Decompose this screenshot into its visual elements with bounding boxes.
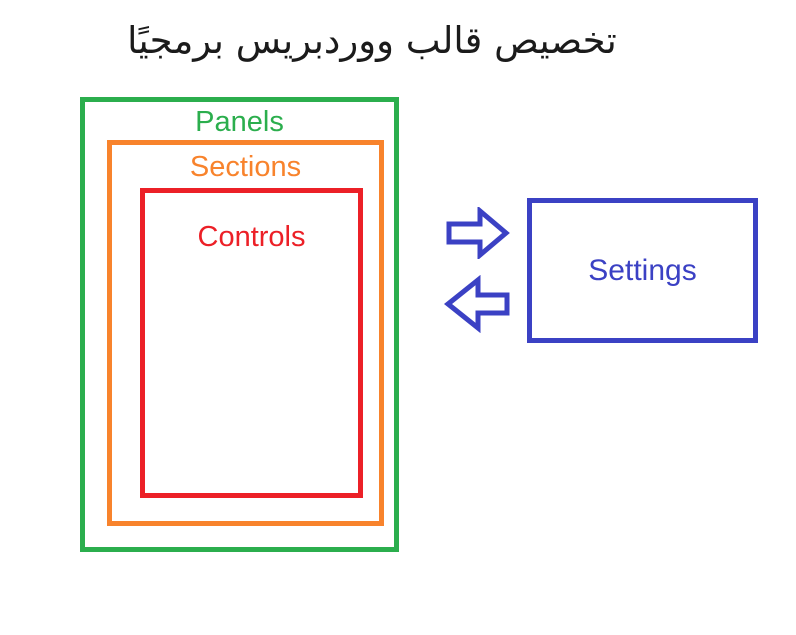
controls-box: Controls <box>140 188 363 498</box>
settings-label: Settings <box>588 253 697 287</box>
panels-box: Panels Sections Controls <box>80 97 399 552</box>
sections-box: Sections Controls <box>107 140 384 526</box>
block-arrow-right-icon <box>446 205 510 264</box>
sections-label: Sections <box>189 151 302 183</box>
controls-label: Controls <box>197 221 306 253</box>
block-arrow-left-icon <box>443 274 510 338</box>
diagram-title: تخصيص قالب ووردبريس برمجيًا <box>127 19 617 62</box>
settings-box: Settings <box>527 198 758 343</box>
panels-label: Panels <box>195 106 284 138</box>
